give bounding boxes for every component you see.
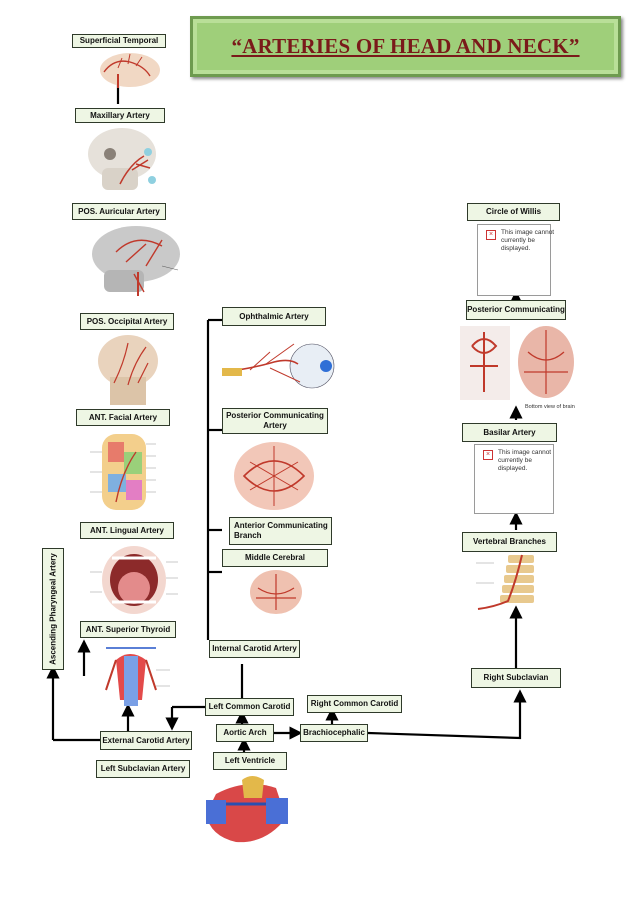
pos-auricular-illustration xyxy=(92,226,180,296)
circle-of-willis-illustration xyxy=(460,326,574,400)
box-pos-occipital-artery: POS. Occipital Artery xyxy=(80,313,174,330)
posterior-communicating-illustration xyxy=(234,442,314,510)
box-external-carotid-artery: External Carotid Artery xyxy=(100,731,192,750)
box-brachiocephalic: Brachiocephalic xyxy=(300,724,368,742)
ant-superior-thyroid-illustration xyxy=(105,647,170,706)
box-ophthalmic-artery: Ophthalmic Artery xyxy=(222,307,326,326)
middle-cerebral-illustration xyxy=(250,570,302,614)
vertebral-branches-illustration xyxy=(476,554,534,610)
box-basilar-artery: Basilar Artery xyxy=(462,423,557,442)
box-anterior-communicating-branch: Anterior Communicating Branch xyxy=(229,517,332,545)
box-pos-auricular-artery: POS. Auricular Artery xyxy=(72,203,166,220)
box-ant-lingual-artery: ANT. Lingual Artery xyxy=(80,522,174,539)
box-ant-superior-thyroid: ANT. Superior Thyroid xyxy=(80,621,176,638)
box-left-subclavian-artery: Left Subclavian Artery xyxy=(96,760,190,778)
box-left-ventricle: Left Ventricle xyxy=(213,752,287,770)
box-ant-facial-artery: ANT. Facial Artery xyxy=(76,409,170,426)
box-superficial-temporal: Superficial Temporal xyxy=(72,34,166,48)
box-posterior-communicating-artery: Posterior Communicating Artery xyxy=(222,408,328,434)
maxillary-skull-illustration xyxy=(88,128,156,190)
box-left-common-carotid: Left Common Carotid xyxy=(205,698,294,716)
page-title: “ARTERIES OF HEAD AND NECK” xyxy=(190,16,621,77)
broken-image-message: This image cannot currently be displayed… xyxy=(498,449,552,473)
ascending-pharyngeal-label: Ascending Pharyngeal Artery xyxy=(48,553,58,665)
ant-lingual-illustration xyxy=(90,546,178,614)
box-internal-carotid-artery: Internal Carotid Artery xyxy=(209,640,300,658)
ophthalmic-illustration xyxy=(222,343,335,389)
broken-image-message: This image cannot currently be displayed… xyxy=(501,229,555,253)
pos-occipital-illustration xyxy=(98,335,158,405)
box-ascending-pharyngeal-artery: Ascending Pharyngeal Artery xyxy=(42,548,64,670)
ant-facial-illustration xyxy=(90,434,156,510)
box-maxillary-artery: Maxillary Artery xyxy=(75,108,165,123)
brain-caption: Bottom view of brain xyxy=(525,404,575,410)
broken-image-icon: × xyxy=(486,230,496,240)
broken-image-circle-of-willis: × This image cannot currently be display… xyxy=(477,224,554,296)
box-posterior-communicating: Posterior Communicating xyxy=(466,300,566,320)
broken-image-icon: × xyxy=(483,450,493,460)
box-vertebral-branches: Vertebral Branches xyxy=(462,532,557,552)
broken-image-basilar: × This image cannot currently be display… xyxy=(474,444,554,514)
heart-illustration xyxy=(206,776,288,843)
box-circle-of-willis: Circle of Willis xyxy=(467,203,560,221)
box-aortic-arch: Aortic Arch xyxy=(216,724,274,742)
box-middle-cerebral: Middle Cerebral xyxy=(222,549,328,567)
superficial-temporal-illustration xyxy=(100,53,160,88)
box-right-subclavian: Right Subclavian xyxy=(471,668,561,688)
box-right-common-carotid: Right Common Carotid xyxy=(307,695,402,713)
